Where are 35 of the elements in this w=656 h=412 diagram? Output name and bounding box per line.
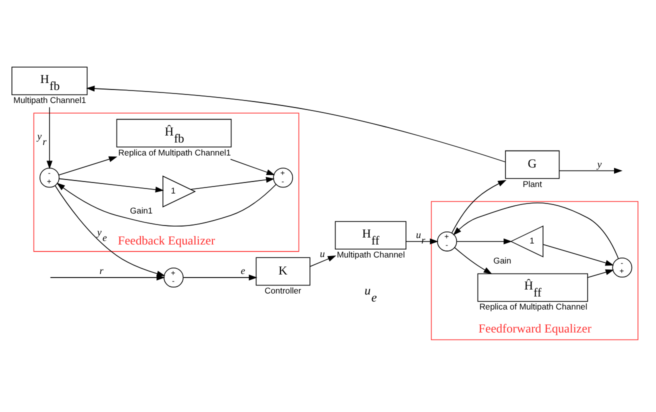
- arrow: [456, 238, 512, 244]
- arrow: [230, 158, 275, 175]
- arrow: [46, 106, 52, 169]
- edge-label: r: [99, 266, 104, 277]
- node-label: Multipath Channel: [336, 248, 405, 259]
- node-circle: + -: [437, 230, 458, 251]
- arrow: [451, 179, 506, 233]
- arrow: [183, 274, 258, 280]
- arrow: [586, 268, 614, 278]
- arrow: [310, 255, 336, 266]
- node-label: Gain: [493, 255, 512, 266]
- node-label: Controller: [264, 285, 302, 296]
- edge-label: y: [597, 158, 602, 170]
- node-label: Gain1: [130, 205, 153, 216]
- edge-label: e: [240, 266, 246, 277]
- edge-label: u: [320, 248, 325, 260]
- node-circle: + -: [164, 267, 184, 288]
- node-circle: - +: [612, 257, 632, 278]
- node-label: Plant: [522, 178, 542, 188]
- arrow: [453, 202, 619, 259]
- arrow: [86, 85, 506, 162]
- arrow: [558, 167, 623, 174]
- node-circle: - +: [40, 167, 60, 188]
- arrow: [58, 156, 118, 175]
- node-box: K: [256, 256, 310, 286]
- node-label: Replica of Multipath Channel1: [118, 146, 231, 157]
- node-box: G: [505, 150, 560, 178]
- node-label: Replica of Multipath Channel: [479, 301, 588, 312]
- arrow: [454, 246, 492, 274]
- arrow: [58, 178, 164, 192]
- node-label: Multipath Channel1: [13, 94, 86, 105]
- arrow: [542, 244, 614, 266]
- arrow: [56, 182, 276, 226]
- node-circle: + -: [273, 167, 294, 188]
- arrow: [190, 176, 275, 190]
